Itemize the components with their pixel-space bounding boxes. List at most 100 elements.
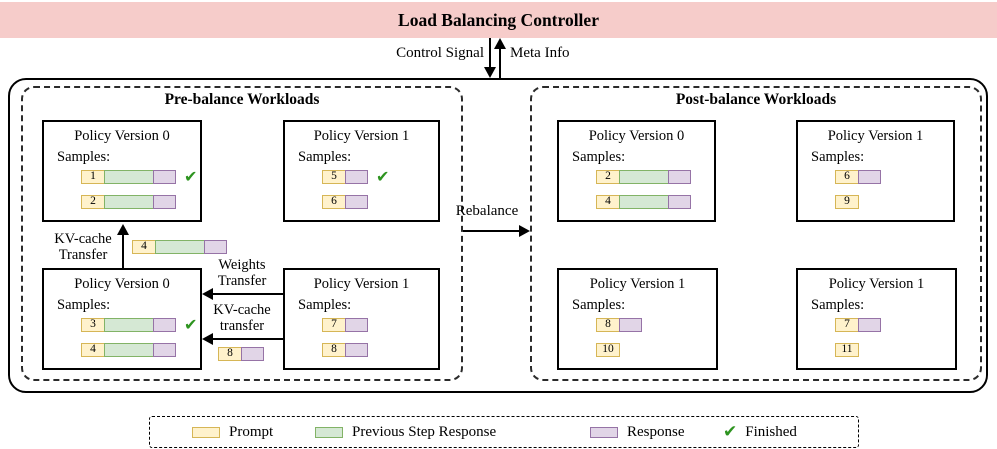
sample-bar: 7 — [835, 318, 881, 332]
segment-prev_response — [104, 170, 154, 184]
sample-number: 5 — [322, 170, 346, 184]
samples-label: Samples: — [298, 149, 352, 165]
sample-number: 4 — [132, 240, 156, 254]
sample-number: 4 — [81, 343, 105, 357]
kv-cache-transfer-left-label: KV-cache transfer — [206, 302, 278, 334]
segment-response — [619, 318, 642, 332]
policy-box-title: Policy Version 1 — [589, 276, 686, 292]
policy-box-post-bottom-left: Policy Version 1 Samples: 8 10 — [557, 268, 718, 370]
policy-box-title: Policy Version 1 — [313, 276, 410, 292]
pre-balance-group-box — [21, 86, 463, 381]
label-line: KV-cache — [54, 231, 112, 247]
segment-response — [668, 170, 691, 184]
sample-number: 7 — [835, 318, 859, 332]
transferring-sample-bar-4: 4 — [132, 240, 227, 265]
previous-step-response-swatch-icon — [315, 426, 343, 438]
sample-bar: 4 — [81, 343, 197, 357]
sample-bar: 8 — [596, 318, 642, 332]
segment-response — [204, 240, 227, 254]
sample-bars: 8 10 — [596, 318, 642, 368]
segment-prev_response — [104, 195, 154, 209]
banner-title: Load Balancing Controller — [398, 9, 599, 30]
sample-number: 2 — [596, 170, 620, 184]
label-line: Transfer — [217, 273, 267, 289]
rebalance-arrow-line — [463, 230, 520, 232]
segment-response — [345, 195, 368, 209]
finished-check-icon: ✔ — [184, 315, 198, 334]
legend-label: Prompt — [229, 423, 274, 440]
sample-bars: 7 11 — [835, 318, 881, 368]
finished-check-icon: ✔ — [376, 167, 390, 186]
policy-box-pre-bottom-left: Policy Version 0 Samples: 3✔4 — [42, 268, 202, 370]
sample-number: 10 — [596, 343, 620, 357]
sample-number: 6 — [322, 195, 346, 209]
segment-response — [153, 170, 176, 184]
weights-transfer-arrowhead-icon — [202, 288, 213, 300]
prompt-swatch-icon — [192, 426, 220, 438]
label-line: Transfer — [58, 247, 108, 263]
policy-box-title: Policy Version 0 — [74, 276, 170, 292]
segment-response — [858, 170, 881, 184]
meta-info-arrow-line — [499, 47, 501, 78]
load-balancing-controller-banner: Load Balancing Controller — [0, 2, 997, 38]
finished-check-icon: ✔ — [184, 167, 198, 186]
workloads-outer-box — [8, 78, 988, 393]
sample-bar: 10 — [596, 343, 642, 357]
transferring-sample-bar-8: 8 — [218, 347, 264, 372]
segment-response — [345, 343, 368, 357]
sample-bar: 7 — [322, 318, 368, 332]
kv-cache-transfer-left-arrow-line — [212, 338, 283, 340]
sample-number: 3 — [81, 318, 105, 332]
policy-box-title: Policy Version 1 — [313, 128, 410, 144]
segment-response — [153, 343, 176, 357]
kv-cache-transfer-up-label: KV-cache Transfer — [46, 231, 120, 263]
sample-bar: 2 — [596, 170, 691, 184]
segment-prev_response — [104, 343, 154, 357]
segment-response — [241, 347, 264, 361]
samples-label: Samples: — [811, 149, 865, 165]
sample-number: 8 — [322, 343, 346, 357]
label-line: KV-cache — [213, 302, 271, 318]
segment-prev_response — [104, 318, 154, 332]
legend: Prompt Previous Step Response Response ✔… — [149, 416, 859, 448]
sample-number: 2 — [81, 195, 105, 209]
sample-bars: 3 ✔ 4 — [81, 315, 198, 368]
sample-bars: 5✔6 — [322, 167, 390, 220]
weights-transfer-label: Weights Transfer — [206, 257, 278, 289]
policy-box-pre-bottom-right: Policy Version 1 Samples: 7 8 — [283, 268, 440, 370]
meta-info-arrowhead-icon — [494, 38, 506, 49]
label-line: transfer — [219, 318, 265, 334]
meta-info-label: Meta Info — [510, 45, 570, 61]
legend-label: Previous Step Response — [352, 423, 497, 440]
sample-bar: 5✔ — [322, 167, 390, 186]
sample-bars: 1✔2 — [81, 167, 198, 220]
sample-bar: 9 — [835, 195, 881, 209]
segment-response — [668, 195, 691, 209]
segment-response — [153, 195, 176, 209]
kv-cache-transfer-up-arrow-line — [122, 233, 124, 268]
samples-label: Samples: — [298, 297, 352, 313]
sample-number: 8 — [218, 347, 242, 361]
samples-label: Samples: — [811, 297, 865, 313]
sample-bar: 11 — [835, 343, 881, 357]
policy-box-title: Policy Version 0 — [588, 128, 685, 144]
sample-bar: 8 — [218, 347, 264, 361]
legend-label: Finished — [745, 423, 797, 440]
legend-item-response: Response — [590, 417, 685, 447]
rebalance-label: Rebalance — [455, 203, 519, 219]
sample-bar: 8 — [322, 343, 368, 357]
segment-prev_response — [155, 240, 205, 254]
weights-transfer-arrow-line — [212, 293, 283, 295]
rebalance-arrowhead-icon — [519, 225, 530, 237]
control-signal-arrowhead-icon — [484, 67, 496, 78]
samples-label: Samples: — [572, 297, 626, 313]
policy-box-title: Policy Version 1 — [827, 128, 924, 144]
post-balance-title: Post-balance Workloads — [675, 91, 837, 108]
legend-item-prompt: Prompt — [192, 417, 273, 447]
control-signal-label: Control Signal — [396, 45, 484, 61]
sample-bar: 6 — [835, 170, 881, 184]
sample-number: 9 — [835, 195, 859, 209]
